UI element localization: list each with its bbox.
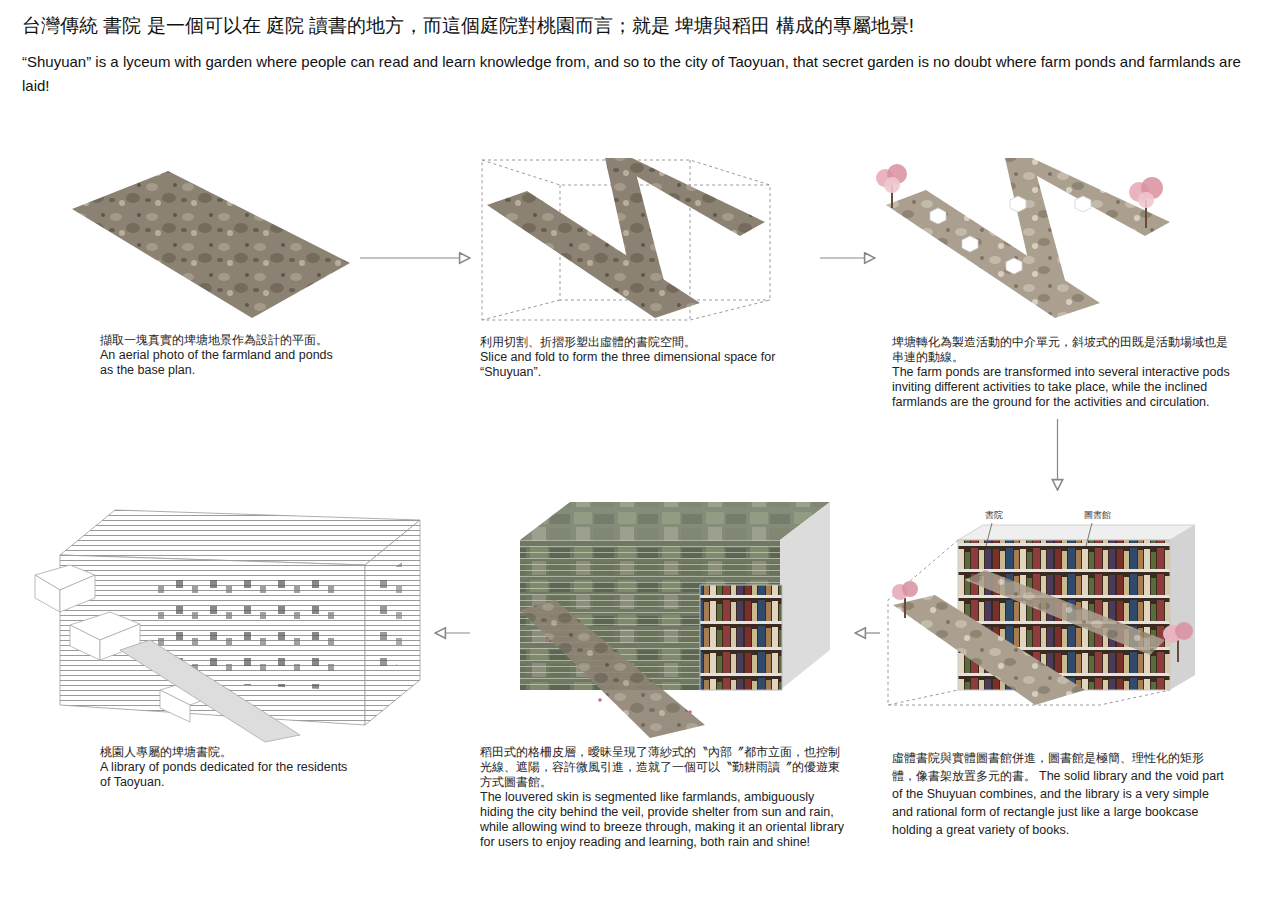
tree <box>892 581 918 618</box>
bookcase-side <box>1170 525 1195 690</box>
english-description: The farm ponds are transformed into seve… <box>892 365 1230 410</box>
ground-strip <box>520 600 705 738</box>
person <box>688 710 692 714</box>
step-arrow <box>360 257 470 258</box>
step-arrow <box>820 257 875 258</box>
step-panel: 稻田式的格柵皮層，曖昧呈現了薄紗式的〝內部〞都市立面，也控制光線、遮陽，容許微風… <box>475 495 850 854</box>
dashed-volume <box>888 540 1170 705</box>
step-panel: 擷取一塊真實的埤塘地景作為設計的平面。An aerial photo of th… <box>65 150 355 382</box>
louvered-roof <box>520 502 830 540</box>
pond-pod <box>1075 196 1091 212</box>
chinese-description: 埤塘轉化為製造活動的中介單元，斜坡式的田既是活動場域也是串連的動線。 <box>892 335 1230 365</box>
step-arrow <box>435 632 470 633</box>
tree-crown <box>902 581 918 597</box>
library-side <box>780 502 830 690</box>
chinese-description: 桃園人專屬的埤塘書院。 <box>100 745 350 760</box>
chinese-description: 稻田式的格柵皮層，曖昧呈現了薄紗式的〝內部〞都市立面，也控制光線、遮陽，容許微風… <box>480 745 848 790</box>
english-description: A library of ponds dedicated for the res… <box>100 760 350 790</box>
callout-label: 書院 <box>984 510 1004 521</box>
tree <box>1129 177 1163 228</box>
pod-block <box>60 575 95 612</box>
pod-block <box>35 575 60 612</box>
tree-crown <box>1175 622 1193 640</box>
tree-crown <box>1138 192 1154 208</box>
english-description: Slice and fold to form the three dimensi… <box>480 350 812 380</box>
person <box>546 638 550 642</box>
english-description: The louvered skin is segmented like farm… <box>480 790 848 850</box>
ground-strip <box>893 595 1085 705</box>
tree-trunk <box>904 598 906 618</box>
building-side <box>365 520 420 725</box>
bookcase <box>700 585 782 690</box>
folded-strip <box>605 158 765 236</box>
leader-line <box>1086 523 1092 546</box>
tree <box>1163 622 1193 662</box>
window-openings <box>370 555 412 690</box>
person <box>598 698 602 702</box>
tree-trunk <box>1177 640 1179 662</box>
callout-label: 圖書館 <box>1083 510 1112 521</box>
pond-pod <box>962 236 978 252</box>
ramp <box>120 640 300 742</box>
pond-pod <box>1006 258 1022 274</box>
step-panel: 虛體書院與實體圖書館併進，圖書館是極簡、理性化的矩形體，像書架放置多元的書。Th… <box>885 495 1230 842</box>
pond-pod <box>1010 196 1026 212</box>
step-text: 擷取一塊真實的埤塘地景作為設計的平面。An aerial photo of th… <box>100 150 345 378</box>
step-text: 桃園人專屬的埤塘書院。A library of ponds dedicated … <box>100 500 350 790</box>
step-text: 埤塘轉化為製造活動的中介單元，斜坡式的田既是活動場域也是串連的動線。The fa… <box>892 150 1230 410</box>
step-text: 利用切割、折摺形塑出虛體的書院空間。Slice and fold to form… <box>480 145 812 380</box>
step-arrow <box>1057 419 1058 490</box>
step-panel: 埤塘轉化為製造活動的中介單元，斜坡式的田既是活動場域也是串連的動線。The fa… <box>880 150 1235 414</box>
pod-block <box>70 625 100 660</box>
leader-line <box>986 523 992 546</box>
aerial-photo-plane <box>72 171 350 318</box>
step-text: 虛體書院與實體圖書館併進，圖書館是極簡、理性化的矩形體，像書架放置多元的書。Th… <box>892 495 1227 838</box>
ground-strip <box>886 190 1100 318</box>
chinese-description: 擷取一塊真實的埤塘地景作為設計的平面。 <box>100 333 345 348</box>
folded-strip <box>1005 158 1170 236</box>
tree-crown <box>884 177 900 193</box>
step-panel: 桃園人專屬的埤塘書院。A library of ponds dedicated … <box>30 500 430 794</box>
step-panel: 利用切割、折摺形塑出虛體的書院空間。Slice and fold to form… <box>475 145 815 384</box>
tree <box>876 164 907 208</box>
english-description: An aerial photo of the farmland and pond… <box>100 348 345 378</box>
title: 台灣傳統 書院 是一個可以在 庭院 讀書的地方，而這個庭院對桃園而言；就是 埤塘… <box>22 13 914 39</box>
step-text: 稻田式的格柵皮層，曖昧呈現了薄紗式的〝內部〞都市立面，也控制光線、遮陽，容許微風… <box>480 495 848 850</box>
pod-block <box>160 690 190 722</box>
pond-pod <box>930 208 946 224</box>
chinese-description: 利用切割、折摺形塑出虛體的書院空間。 <box>480 335 812 350</box>
ground-strip <box>487 191 700 318</box>
step-arrow <box>855 632 880 633</box>
bookcase-top <box>958 525 1195 540</box>
caption: “Shuyuan” is a lyceum with garden where … <box>22 50 1262 98</box>
